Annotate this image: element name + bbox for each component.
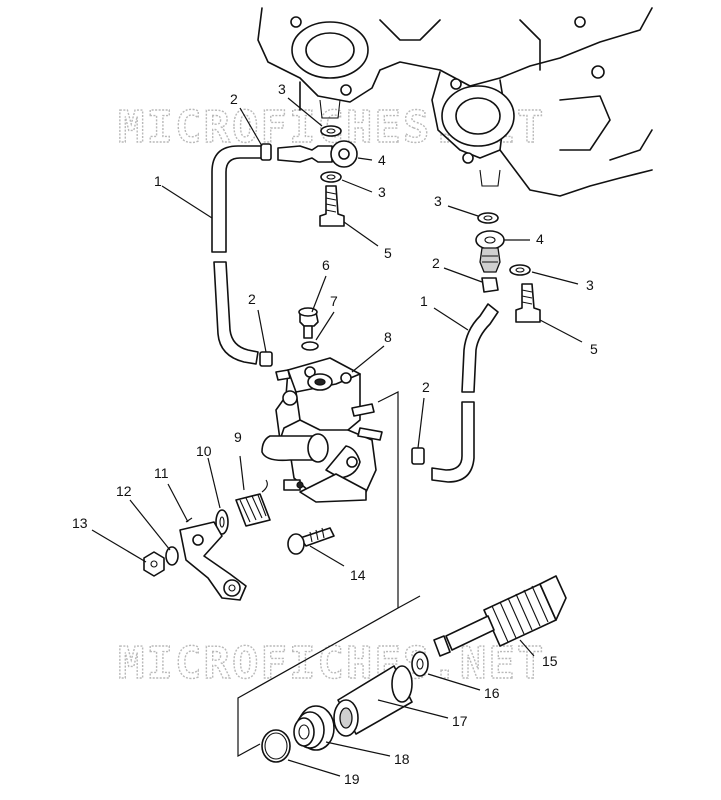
callout-5-right: 5 [590, 341, 598, 357]
bolt-14 [287, 527, 335, 555]
callout-2-right-top: 2 [432, 255, 440, 271]
drive-shaft [261, 575, 567, 763]
callout-5-left: 5 [384, 245, 392, 261]
callout-17: 17 [452, 713, 468, 729]
callout-1-right: 1 [420, 293, 428, 309]
callout-numbers: 1 2 3 4 3 5 3 4 2 3 1 5 6 2 7 8 2 9 10 1… [72, 81, 598, 787]
callout-4-right: 4 [536, 231, 544, 247]
oil-pump [259, 307, 383, 503]
callout-16: 16 [484, 685, 500, 701]
callout-10: 10 [196, 443, 212, 459]
callout-13: 13 [72, 515, 88, 531]
callout-15: 15 [542, 653, 558, 669]
callout-6: 6 [322, 257, 330, 273]
callout-2-pump-right: 2 [422, 379, 430, 395]
oil-line-left [211, 125, 358, 365]
callout-4-left: 4 [378, 152, 386, 168]
control-lever-group [143, 479, 271, 601]
callout-7: 7 [330, 293, 338, 309]
callout-14: 14 [350, 567, 366, 583]
engine-crankcase [257, 7, 653, 197]
callout-18: 18 [394, 751, 410, 767]
callout-9: 9 [234, 429, 242, 445]
reference-bracket [237, 391, 421, 758]
callout-3-right: 3 [586, 277, 594, 293]
leader-lines [91, 97, 583, 777]
callout-8: 8 [384, 329, 392, 345]
callout-2-top: 2 [230, 91, 238, 107]
callout-1-left: 1 [154, 173, 162, 189]
callout-3-top: 3 [278, 81, 286, 97]
callout-3-right-top: 3 [434, 193, 442, 209]
callout-11: 11 [154, 465, 169, 481]
callout-3-mid: 3 [378, 184, 386, 200]
callout-19: 19 [344, 771, 360, 787]
callout-2-pump-left: 2 [248, 291, 256, 307]
callout-12: 12 [116, 483, 132, 499]
oil-line-right [411, 212, 541, 483]
